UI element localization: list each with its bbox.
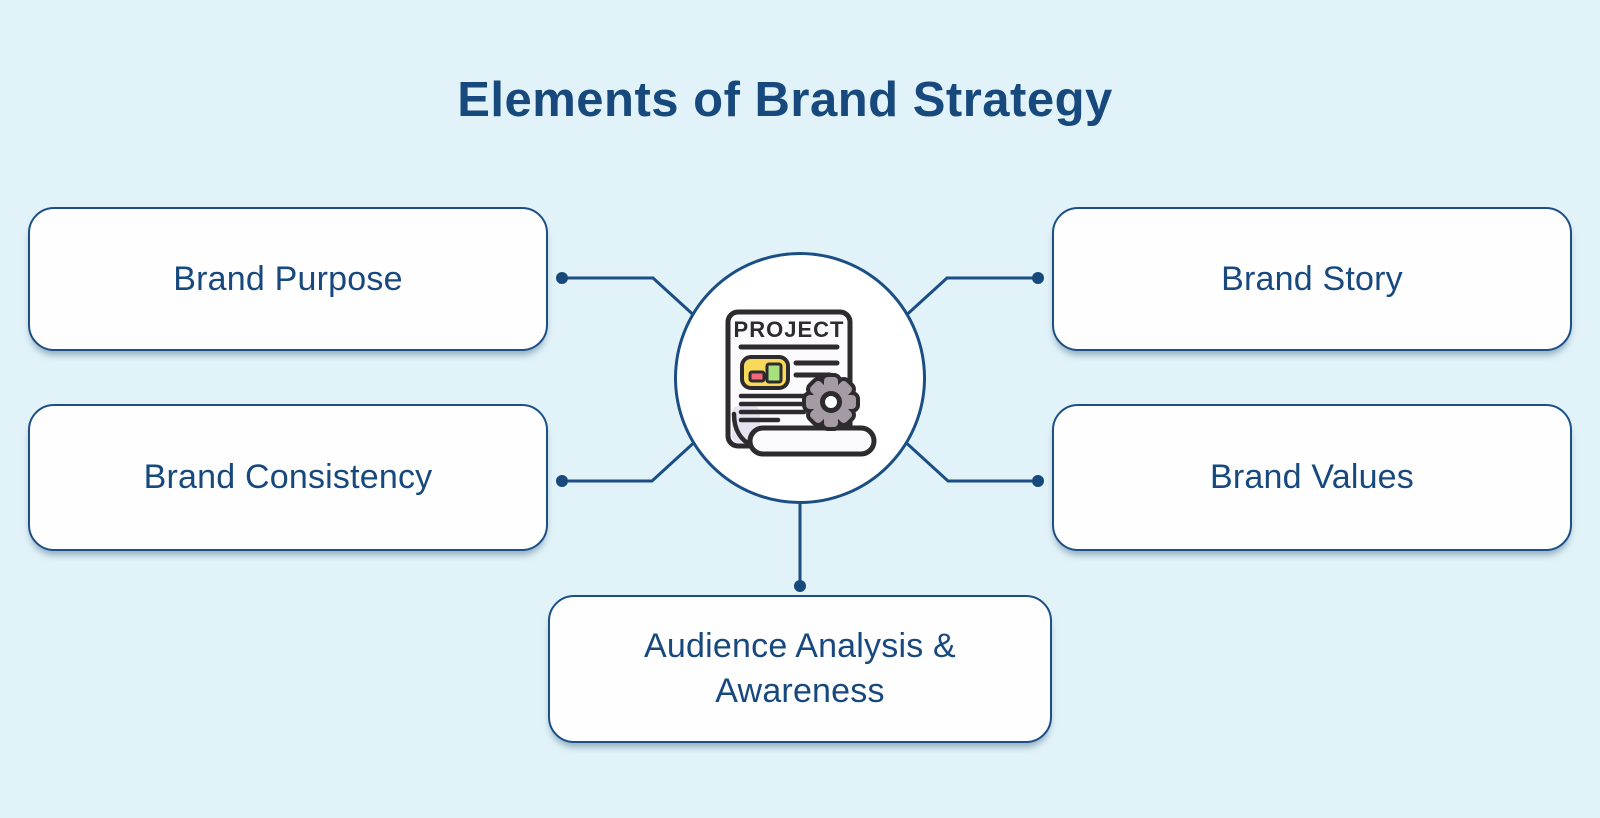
connector-dot	[556, 272, 568, 284]
node-label: Brand Story	[1221, 259, 1403, 298]
page-title: Elements of Brand Strategy	[457, 73, 1113, 127]
connector-dot	[556, 475, 568, 487]
icon-heading-text: PROJECT	[734, 317, 845, 342]
node-brand-consistency: Brand Consistency	[28, 404, 548, 551]
center-hub-circle: PROJECT	[674, 252, 926, 504]
connector-brand-story	[888, 276, 1038, 332]
connector-dot	[794, 580, 806, 592]
project-document-gear-icon: PROJECT	[725, 309, 877, 457]
node-label: Brand Consistency	[143, 458, 433, 497]
node-brand-values: Brand Values	[1052, 404, 1572, 551]
node-audience-analysis: Audience Analysis & Awareness	[548, 595, 1052, 743]
node-label: Audience Analysis & Awareness	[644, 627, 956, 710]
node-brand-purpose: Brand Purpose	[28, 207, 548, 351]
node-brand-story: Brand Story	[1052, 207, 1572, 351]
node-label: Brand Purpose	[173, 259, 403, 298]
connector-dot	[1032, 475, 1044, 487]
connector-dot	[1032, 272, 1044, 284]
gear-icon	[802, 373, 860, 431]
node-label: Brand Values	[1209, 458, 1414, 497]
connector-brand-consistency	[562, 426, 712, 483]
connector-brand-values	[888, 426, 1038, 483]
